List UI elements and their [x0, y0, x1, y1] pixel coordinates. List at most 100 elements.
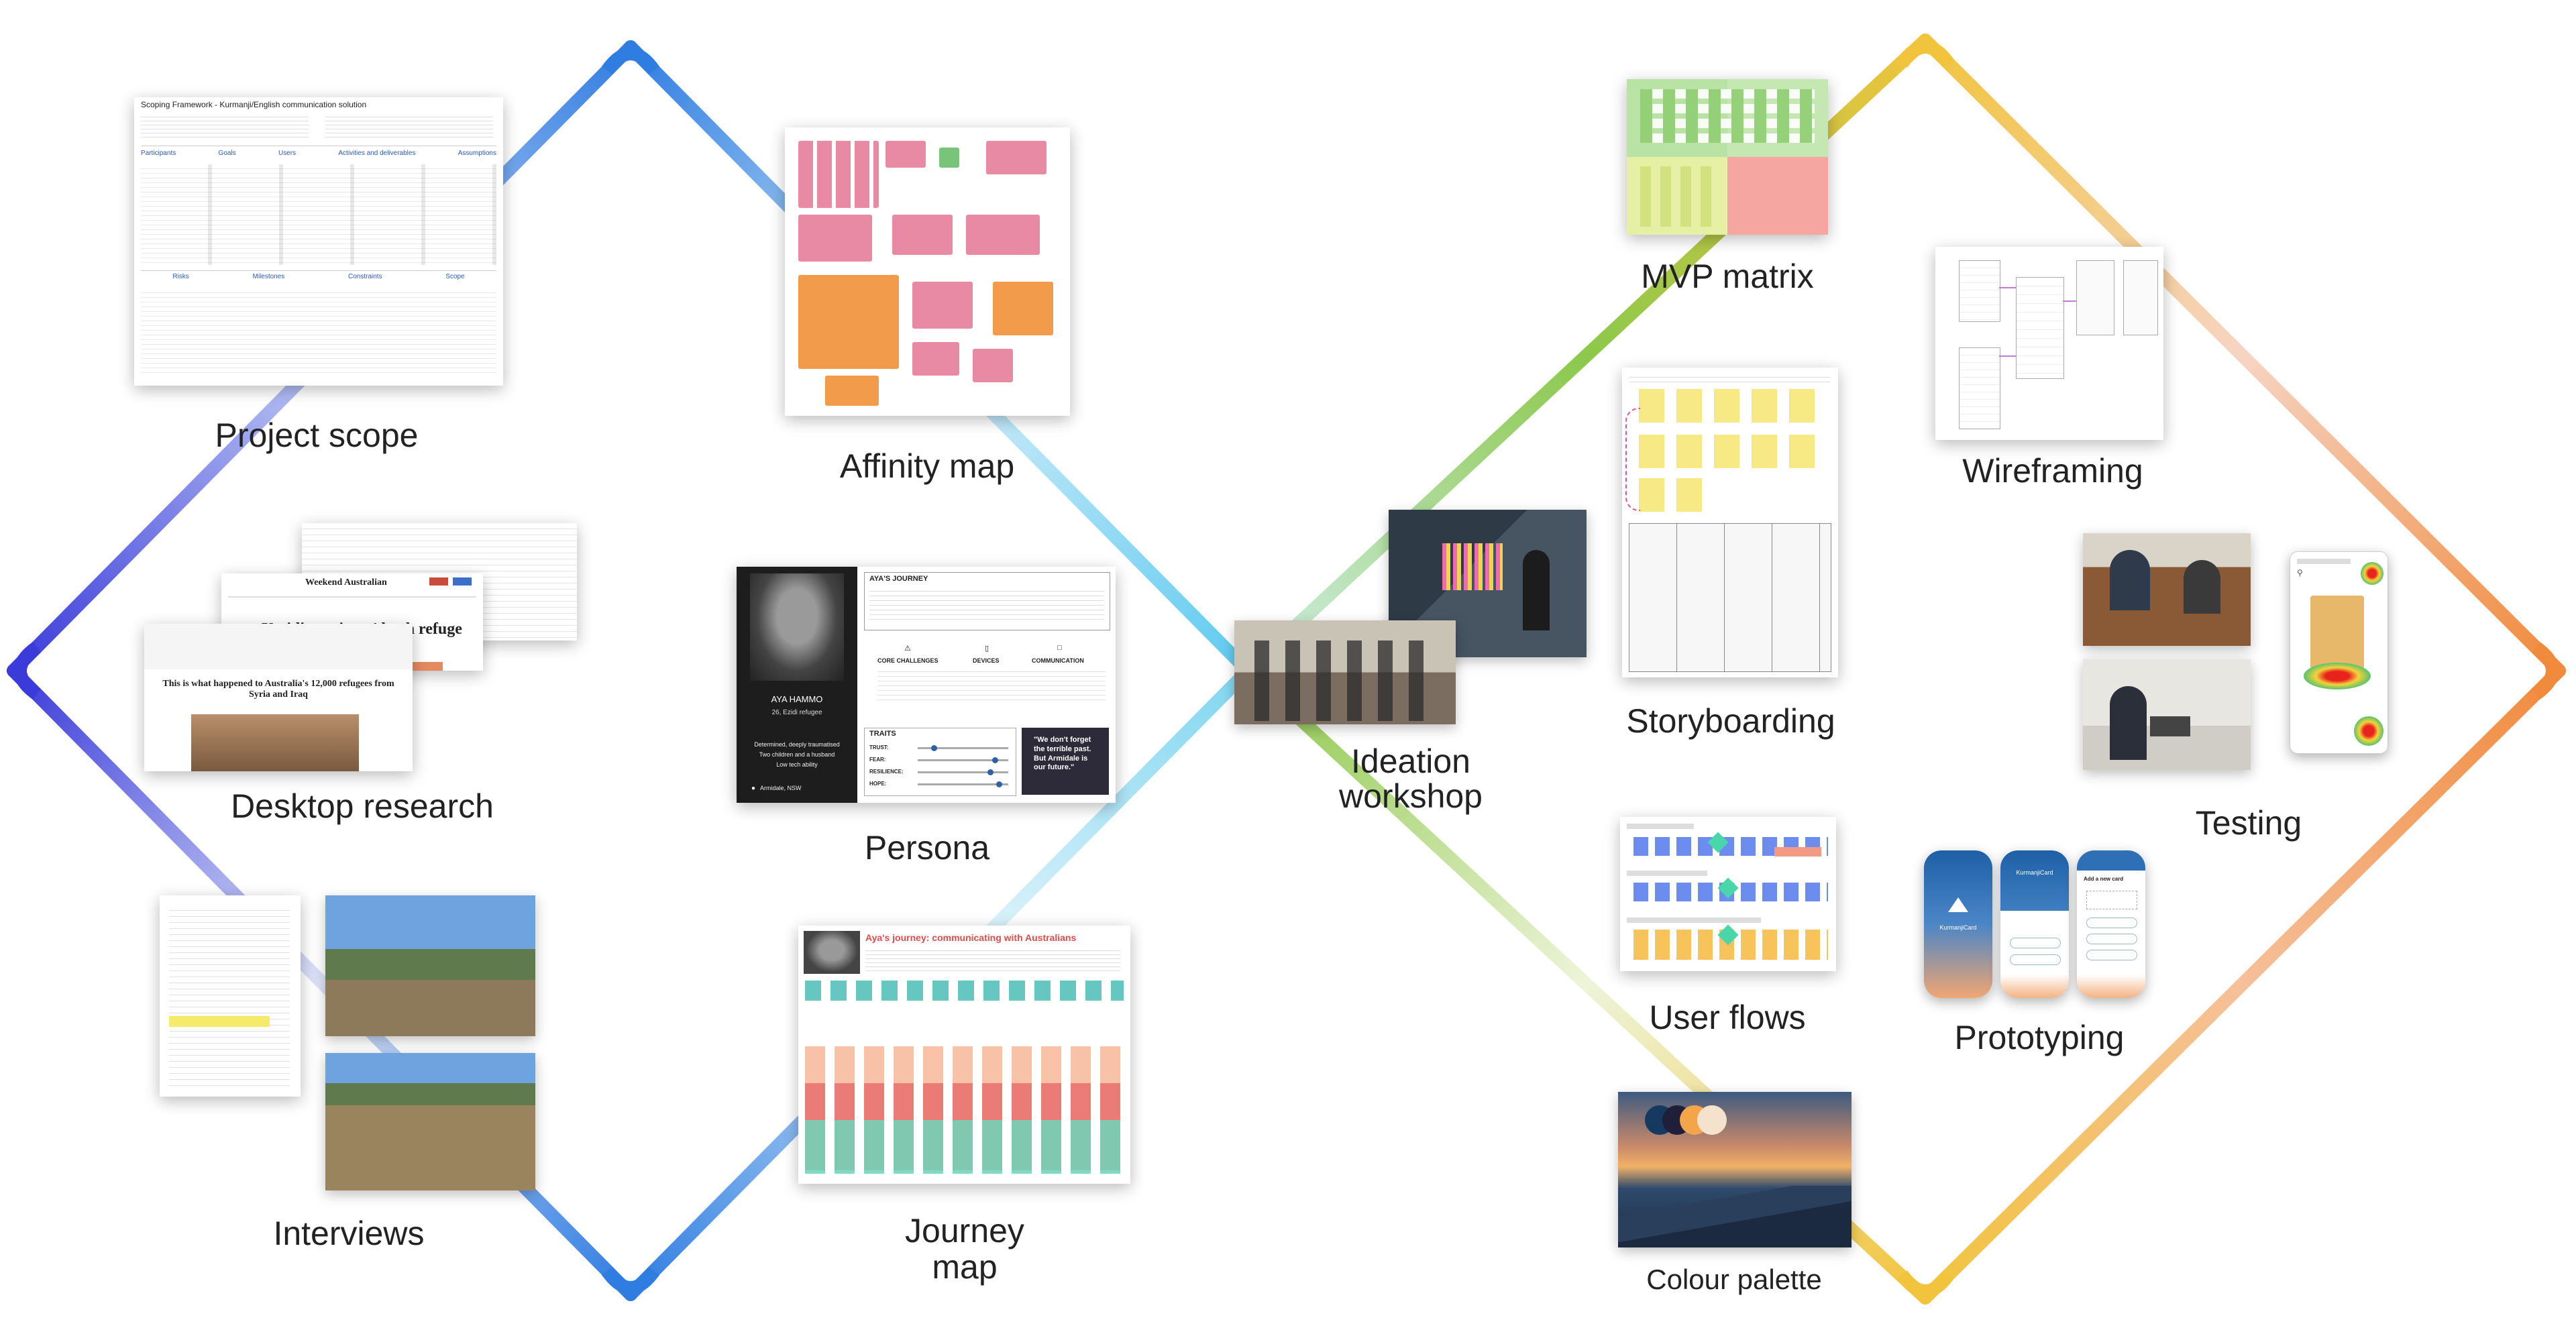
testing-photo-2 [2083, 659, 2251, 770]
persona-trait-line-3: Low tech ability [776, 761, 818, 768]
prototyping-label: Prototyping [1954, 1019, 2125, 1056]
device-icon: ▯ [985, 645, 989, 653]
testing-heatmap-phone: ⚲ [2290, 551, 2388, 754]
right-diamond-top-corner [1896, 40, 1955, 68]
journey-title: Aya's journey: communicating with Austra… [865, 932, 1077, 943]
persona-traits-title: TRAITS [869, 730, 896, 738]
prototype-add-card-screen: Add a new card [2077, 850, 2145, 998]
add-card-title: Add a new card [2084, 876, 2124, 882]
interview-photo-field-2 [325, 1053, 535, 1190]
prototype-splash-screen: KurmanjiCard [1924, 850, 1992, 998]
left-diamond-bottom-corner [601, 1266, 660, 1294]
persona-trait-track [918, 747, 1008, 749]
splash-app-name: KurmanjiCard [1939, 924, 1977, 931]
mountain-logo-icon [1948, 897, 1968, 912]
scope-header2-2: Milestones [252, 273, 285, 280]
testing-label: Testing [2195, 804, 2302, 842]
scope-doc-title: Scoping Framework - Kurmanji/English com… [141, 100, 367, 109]
left-diamond-top-corner [601, 47, 660, 75]
scope-header-2: Goals [218, 150, 236, 157]
right-diamond-bottom-corner [1896, 1270, 1955, 1298]
desktop-research-label: Desktop research [231, 787, 494, 825]
persona-quote: "We don't forget the terrible past. But … [1034, 736, 1091, 772]
journey-map-label-line1: Journey [905, 1212, 1024, 1249]
heatmap-spot-top [2361, 562, 2383, 585]
ideation-workshop-label-line2: workshop [1339, 777, 1483, 815]
scope-header2-4: Scope [445, 273, 465, 280]
right-diamond-bottom-right [1919, 664, 2566, 1304]
mvp-matrix-board [1627, 79, 1828, 235]
persona-label: Persona [864, 829, 990, 867]
right-diamond-right-corner [2531, 641, 2559, 700]
persona-trait-label: RESILIENCE: [869, 769, 904, 775]
persona-quote-box: "We don't forget the terrible past. But … [1022, 728, 1109, 795]
persona-trait-track [918, 783, 1008, 785]
search-icon: ⚲ [2297, 568, 2303, 577]
right-diamond-top-right [1919, 34, 2566, 677]
mvp-matrix-label: MVP matrix [1641, 258, 1814, 295]
news-masthead: Weekend Australian [305, 577, 387, 588]
scope-header2-1: Risks [172, 273, 189, 280]
heatmap-spot-bottom [2354, 716, 2383, 746]
news-article-refugees: This is what happened to Australia's 12,… [144, 624, 413, 771]
persona-col-communication: COMMUNICATION [1032, 657, 1084, 664]
prototype-home-screen: KurmanjiCard [2000, 850, 2069, 998]
project-scope-label: Project scope [215, 416, 419, 454]
interviews-label: Interviews [273, 1215, 425, 1252]
left-diamond-bottom-left [7, 664, 637, 1301]
heatmap-spot-mid [2304, 663, 2371, 689]
wireframes-board [1935, 247, 2163, 440]
scope-header-4: Activities and deliverables [338, 150, 416, 157]
persona-trait-knob [987, 769, 994, 775]
storyboarding-label: Storyboarding [1626, 702, 1835, 740]
persona-trait-track [918, 759, 1008, 761]
persona-card: AYA HAMMO 26, Ezidi refugee Determined, … [737, 567, 1116, 803]
journey-map-board: Aya's journey: communicating with Austra… [798, 926, 1130, 1184]
persona-profile-panel: AYA HAMMO 26, Ezidi refugee Determined, … [737, 567, 857, 803]
journey-map-label-line2: map [932, 1248, 998, 1286]
persona-age: 26, Ezidi refugee [771, 709, 822, 716]
persona-trait-line-2: Two children and a husband [759, 751, 835, 758]
home-app-name: KurmanjiCard [2016, 869, 2053, 876]
scope-header-1: Participants [141, 150, 176, 157]
persona-location: Armidale, NSW [760, 785, 802, 791]
colour-palette-label: Colour palette [1646, 1264, 1822, 1295]
mvp-quadrant-bottom-right [1727, 157, 1828, 235]
user-flows-label: User flows [1649, 999, 1806, 1036]
affinity-map-board [785, 127, 1070, 416]
location-pin-icon: ● [751, 785, 756, 792]
persona-col-devices: DEVICES [973, 657, 1000, 664]
challenges-icon: ⚠ [904, 645, 911, 653]
persona-trait-knob [996, 781, 1002, 787]
scope-header-5: Assumptions [458, 150, 496, 157]
storyboard-path [1625, 408, 1640, 511]
wireframing-label: Wireframing [1962, 452, 2143, 490]
user-flows-diagram [1620, 817, 1836, 971]
persona-trait-knob [991, 757, 998, 763]
persona-journey-title: AYA'S JOURNEY [869, 575, 928, 583]
project-scope-document: Scoping Framework - Kurmanji/English com… [134, 97, 503, 386]
chat-icon: □ [1057, 644, 1062, 652]
persona-name: AYA HAMMO [771, 694, 823, 704]
persona-trait-label: TRUST: [869, 744, 889, 751]
interview-questions-doc [160, 895, 301, 1097]
colour-swatch [1697, 1105, 1727, 1135]
persona-trait-track [918, 771, 1008, 773]
affinity-map-label: Affinity map [839, 447, 1015, 485]
journey-avatar [804, 931, 860, 974]
persona-trait-line-1: Determined, deeply traumatised [754, 741, 840, 748]
persona-photo [750, 573, 844, 681]
persona-trait-knob [930, 745, 937, 751]
left-diamond-left-corner [13, 641, 42, 700]
ideation-photo-group [1234, 620, 1456, 724]
storyboard-sheet [1622, 368, 1838, 677]
persona-trait-label: HOPE: [869, 781, 887, 787]
scope-header-3: Users [278, 150, 297, 157]
persona-trait-label: FEAR: [869, 757, 886, 763]
testing-photo-1 [2083, 533, 2251, 646]
news-subhead: This is what happened to Australia's 12,… [162, 679, 394, 700]
colour-palette-image [1618, 1092, 1851, 1247]
persona-col-challenges: CORE CHALLENGES [877, 657, 938, 664]
ideation-workshop-label-line1: Ideation [1351, 742, 1470, 780]
